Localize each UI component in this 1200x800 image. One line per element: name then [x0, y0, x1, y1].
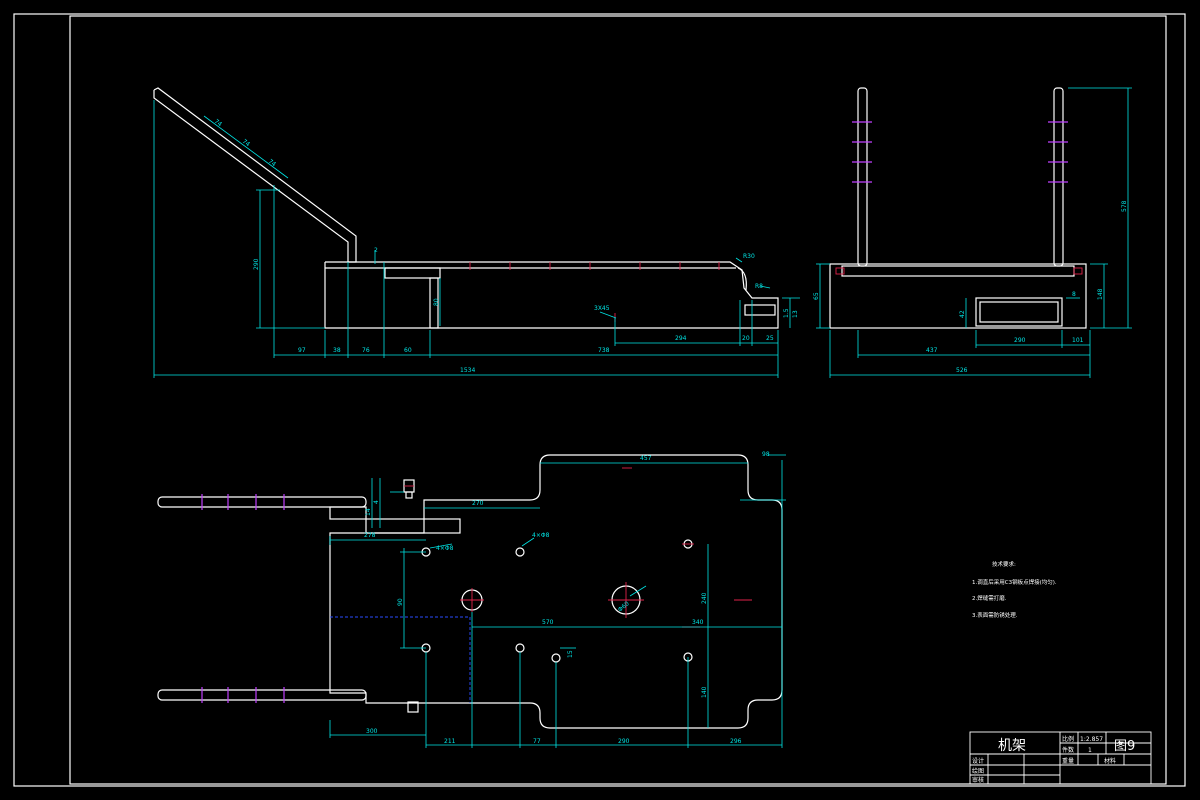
plan-dim-90: 90: [397, 598, 404, 606]
front-dim-60: 60: [404, 347, 412, 354]
side-dim-578: 578: [1121, 200, 1128, 212]
plan-dim-240: 240: [701, 592, 708, 604]
front-dim-80: 80: [433, 298, 440, 306]
front-overall-dim: 1534: [460, 367, 475, 374]
plan-dim-77: 77: [533, 738, 541, 745]
note-item-1: 1.调直后采用C3钢板点焊接(均匀).: [972, 578, 1057, 586]
front-dim-76: 76: [362, 347, 370, 354]
front-dim-25: 25: [766, 335, 774, 342]
side-dim-101: 101: [1072, 337, 1084, 344]
plan-dim-14: 14: [365, 508, 372, 516]
plan-dim-278: 278: [364, 532, 376, 539]
scale-label: 比例: [1062, 735, 1074, 743]
side-dim-8: 8: [1072, 291, 1076, 298]
plan-dim-98: 98: [762, 451, 770, 458]
plan-dim-4: 4: [373, 500, 380, 504]
front-note-13: 13: [792, 310, 799, 318]
qty-value: 1: [1088, 747, 1092, 754]
front-slant-dim-1: 74: [213, 118, 223, 128]
side-dim-42: 42: [959, 310, 966, 318]
scale-value: 1:2.857: [1080, 736, 1103, 743]
plan-dim-290: 290: [618, 738, 630, 745]
plan-dim-300: 300: [366, 728, 378, 735]
plan-hole-note-2: 4×Φ8: [532, 532, 550, 539]
plan-dim-211: 211: [444, 738, 456, 745]
front-dim-38: 38: [333, 347, 341, 354]
plan-view: 457 98 270 278 570 340 240 90 140 300 21…: [157, 451, 786, 748]
front-view: 1534 97 38 76 60 738 294 20 25 290 80 2 …: [153, 87, 800, 378]
note-item-2: 2.焊缝需打磨.: [972, 594, 1007, 602]
plan-dim-570: 570: [542, 619, 554, 626]
plan-big-hole: Φ60: [617, 600, 631, 613]
front-note-r8: R8: [755, 283, 763, 290]
figure-number: 图9: [1114, 739, 1135, 754]
inner-border: [69, 15, 1167, 785]
title-block: 机架 图9 比例 1:2.857 件数 1 重量 材料 设计 绘图 审核: [969, 731, 1152, 785]
designer-label: 设计: [972, 757, 984, 765]
plan-dim-340: 340: [692, 619, 704, 626]
plan-dim-140: 140: [701, 686, 708, 698]
front-dim-20: 20: [742, 335, 750, 342]
material-label: 材料: [1104, 757, 1116, 765]
side-dim-65: 65: [813, 292, 820, 300]
front-dim-2: 2: [374, 247, 378, 254]
front-slant-dim-2: 74: [241, 138, 251, 148]
front-dim-294: 294: [675, 335, 687, 342]
side-dim-148: 148: [1097, 288, 1104, 300]
note-item-3: 3.表面需防锈处理.: [972, 611, 1018, 619]
side-overall-dim: 526: [956, 367, 968, 374]
front-note-chamfer: 3X45: [594, 305, 610, 312]
side-dim-290: 290: [1014, 337, 1026, 344]
plan-dim-15: 15: [567, 650, 574, 658]
plan-hole-note-1: 4×Φ8: [436, 545, 454, 552]
front-slant-dim-3: 74: [267, 158, 277, 168]
front-dim-738: 738: [598, 347, 610, 354]
outer-border: [13, 13, 1186, 787]
plan-dim-270: 270: [472, 500, 484, 507]
technical-notes: 技术要求: 1.调直后采用C3钢板点焊接(均匀). 2.焊缝需打磨. 3.表面需…: [972, 560, 1057, 619]
side-view: 526 437 290 101 578 148 65 42 8: [813, 87, 1132, 378]
side-dim-437: 437: [926, 347, 938, 354]
front-note-r30: R30: [743, 253, 755, 260]
reviewer-label: 审核: [972, 776, 984, 784]
plan-dim-457: 457: [640, 455, 652, 462]
front-note-1-5: 1.5: [783, 308, 790, 318]
drawer-label: 绘图: [972, 767, 984, 775]
plan-dim-296: 296: [730, 738, 742, 745]
front-dim-97: 97: [298, 347, 306, 354]
drawing-title: 机架: [998, 738, 1026, 754]
qty-label: 件数: [1062, 746, 1074, 754]
notes-heading: 技术要求:: [992, 560, 1016, 568]
weight-label: 重量: [1062, 757, 1074, 765]
front-dim-height: 290: [253, 258, 260, 270]
